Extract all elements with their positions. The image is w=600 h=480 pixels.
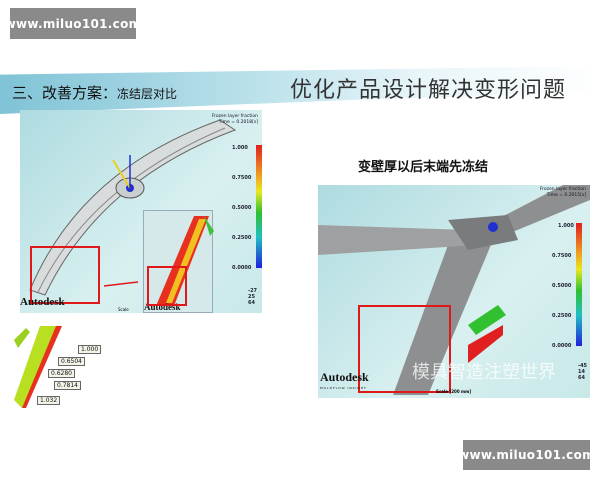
legend-tick: 0.5000	[232, 205, 252, 211]
legend-colorbar-right	[576, 223, 582, 346]
section-heading: 三、改善方案：冻结层对比	[12, 82, 177, 103]
legend-title-right: Frozen layer fraction	[539, 187, 586, 192]
legend-tick: 0.2500	[232, 235, 252, 241]
highlight-box-inset	[147, 266, 187, 306]
scale-label-left: Scale	[118, 307, 129, 312]
slide-title: 优化产品设计解决变形问题	[290, 78, 567, 103]
legend-tick: 0.5000	[552, 283, 572, 289]
highlight-box-right	[358, 305, 451, 393]
legend-tick: 0.7500	[232, 175, 252, 181]
logo-subtitle: MOLDFLOW INSIGHT	[320, 386, 367, 390]
heading-suffix: 冻结层对比	[117, 87, 178, 101]
legend-title-left: Frozen layer fraction	[211, 114, 258, 119]
value-label: 1.000	[78, 345, 102, 354]
highlight-box-left	[30, 246, 100, 304]
autodesk-logo-inset: Autodesk	[144, 302, 181, 312]
watermark-bottom: www.miluo101.com	[458, 440, 595, 470]
autodesk-logo-right: Autodesk	[320, 370, 369, 384]
legend-tick: 0.0000	[232, 265, 252, 271]
inset-zoom-left: Autodesk	[143, 210, 214, 313]
subtitle: 变壁厚以后末端先冻结	[358, 160, 489, 175]
legend-tick: 0.2500	[552, 313, 572, 319]
left-simulation-image: Frozen layer fraction Time = 0.2018[s] 1…	[20, 110, 262, 313]
autodesk-logo-left: Autodesk	[20, 296, 65, 308]
wechat-watermark: 模具智造注塑世界	[412, 362, 556, 383]
value-label: 0.6504	[58, 357, 85, 366]
legend-tick: 0.0000	[552, 343, 572, 349]
legend-tick: 1.000	[232, 145, 248, 151]
part-model-left	[29, 119, 237, 296]
value-label: 0.7814	[54, 381, 81, 390]
value-label: 1.032	[37, 396, 61, 405]
legend-tick: 0.7500	[552, 253, 572, 259]
heading-prefix: 三、改善方案：	[12, 84, 118, 102]
value-label: 0.6280	[48, 369, 75, 378]
legend-time-left: Time = 0.2018[s]	[218, 120, 258, 125]
part-model-right	[318, 185, 590, 395]
watermark-top: www.miluo101.com	[5, 8, 141, 39]
legend-time-right: Time = 0.2015[s]	[546, 193, 586, 198]
legend-colorbar-left	[256, 145, 262, 268]
detail-frozen-values: 1.000 0.6504 0.6280 0.7814 1.032	[12, 320, 112, 410]
right-simulation-image: Frozen layer fraction Time = 0.2015[s] 1…	[318, 185, 590, 398]
legend-tick: 1.000	[558, 223, 574, 229]
scale-label-right: Scale [200 mm]	[436, 389, 472, 394]
